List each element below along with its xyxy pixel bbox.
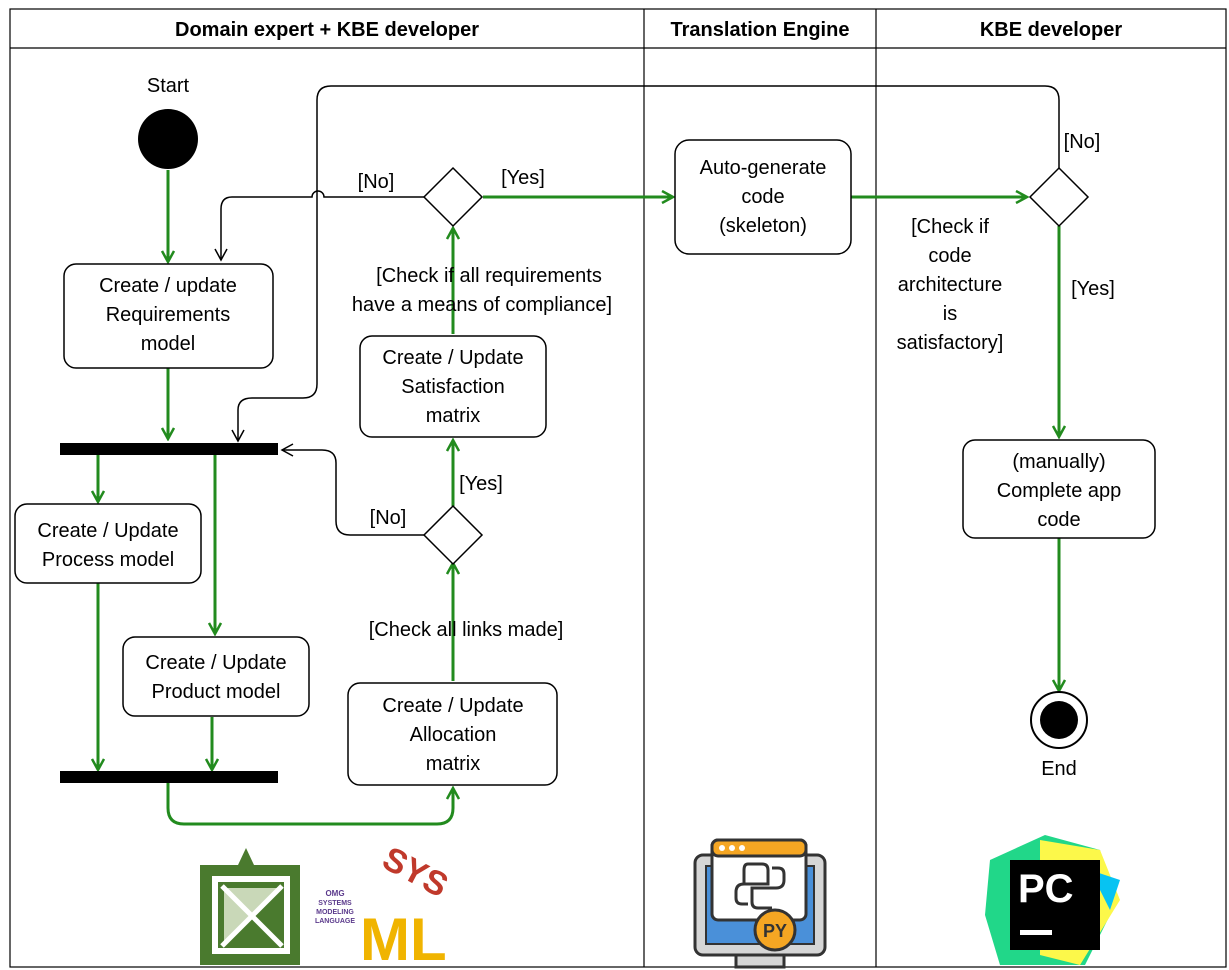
- product-line-2: Product model: [152, 681, 281, 703]
- guard-links-check: [Check all links made]: [369, 619, 564, 641]
- flow-no-to-requirements: [214, 190, 424, 262]
- end-node-core: [1040, 701, 1078, 739]
- join-bar: [60, 771, 278, 783]
- action-product: [122, 636, 310, 717]
- sysml-m-text: ML: [360, 906, 447, 970]
- guard-no-links: [No]: [370, 507, 407, 529]
- python-badge-text: PY: [763, 921, 787, 941]
- guard-yes-architecture: [Yes]: [1071, 278, 1115, 300]
- sysml-small-line-4: LANGUAGE: [315, 918, 355, 925]
- sysml-small-line-3: MODELING: [316, 909, 354, 916]
- control-flows: [98, 170, 1059, 826]
- end-label: End: [1041, 758, 1077, 780]
- start-label: Start: [147, 75, 190, 97]
- product-line-1: Create / Update: [145, 652, 286, 674]
- pycharm-logo: PC: [985, 835, 1120, 965]
- guard-no-compliance: [No]: [358, 171, 395, 193]
- flow-join-allocation: [166, 782, 453, 826]
- action-allocation: [347, 682, 558, 786]
- satisfaction-line-2: Satisfaction: [401, 376, 504, 398]
- autogen-line-2: code: [741, 186, 784, 208]
- guard-architecture-line-5: satisfactory]: [897, 332, 1004, 354]
- guard-architecture-line-4: is: [943, 303, 957, 325]
- process-line-1: Create / Update: [37, 520, 178, 542]
- flow-no-to-fork-top: [231, 85, 1060, 443]
- allocation-line-2: Allocation: [410, 724, 497, 746]
- guard-yes-links: [Yes]: [459, 473, 503, 495]
- magicdraw-logo: [200, 848, 300, 965]
- requirements-line-3: model: [141, 333, 195, 355]
- action-autogen: [674, 139, 852, 255]
- satisfaction-line-3: matrix: [426, 405, 480, 427]
- sysml-sys-text: SYS: [376, 840, 454, 905]
- guard-architecture-line-1: [Check if: [911, 216, 989, 238]
- action-process: [14, 503, 202, 584]
- sysml-small-line-2: SYSTEMS: [318, 900, 352, 907]
- fork-bar: [60, 443, 278, 455]
- guard-compliance-line-2: have a means of compliance]: [352, 294, 612, 316]
- lane-title-domain: Domain expert + KBE developer: [175, 19, 479, 41]
- python-ide-logo: PY: [693, 838, 827, 969]
- requirements-line-1: Create / update: [99, 275, 237, 297]
- requirements-line-2: Requirements: [106, 304, 231, 326]
- sysml-logo: OMG SYSTEMS MODELING LANGUAGE SYS ML: [315, 840, 454, 970]
- guard-architecture-line-3: architecture: [898, 274, 1003, 296]
- action-requirements: [63, 263, 274, 369]
- guard-yes-compliance: [Yes]: [501, 167, 545, 189]
- decision-links: [422, 504, 484, 566]
- lane-title-kbe: KBE developer: [980, 19, 1122, 41]
- complete-line-3: code: [1037, 509, 1080, 531]
- process-line-2: Process model: [42, 549, 174, 571]
- satisfaction-line-1: Create / Update: [382, 347, 523, 369]
- guard-no-architecture: [No]: [1064, 131, 1101, 153]
- complete-line-2: Complete app: [997, 480, 1122, 502]
- autogen-line-1: Auto-generate: [700, 157, 827, 179]
- complete-line-1: (manually): [1012, 451, 1105, 473]
- autogen-line-3: (skeleton): [719, 215, 807, 237]
- decision-compliance: [422, 166, 484, 228]
- return-flows: [214, 85, 1060, 536]
- start-node: [138, 109, 198, 169]
- flow-no-to-fork: [280, 443, 424, 536]
- guard-compliance-line-1: [Check if all requirements: [376, 265, 602, 287]
- allocation-line-1: Create / Update: [382, 695, 523, 717]
- action-complete: [962, 439, 1156, 539]
- sysml-small-line-1: OMG: [325, 889, 344, 898]
- decision-architecture: [1028, 166, 1090, 228]
- pycharm-text: PC: [1018, 867, 1074, 911]
- lane-title-translation: Translation Engine: [671, 19, 850, 41]
- swimlane-frame: [9, 8, 1227, 968]
- action-satisfaction: [359, 335, 547, 438]
- guard-architecture-line-2: code: [928, 245, 971, 267]
- allocation-line-3: matrix: [426, 753, 480, 775]
